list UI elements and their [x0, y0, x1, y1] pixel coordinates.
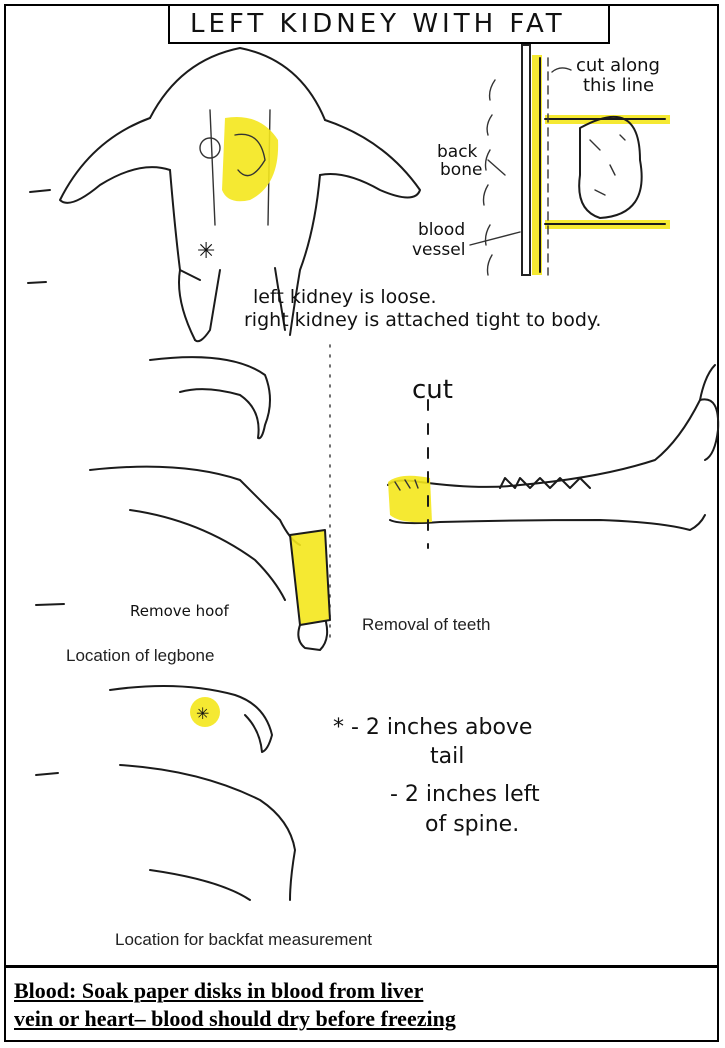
front-teeth-highlight — [388, 476, 432, 523]
blood-vessel-label: blood — [418, 220, 465, 240]
legbone-highlight — [290, 530, 330, 650]
svg-text:✳: ✳ — [196, 704, 209, 723]
teeth-caption: Removal of teeth — [362, 615, 491, 635]
footer-line2: vein or heart– blood should dry before f… — [14, 1006, 456, 1032]
kidney-note-line2: right kidney is attached tight to body. — [244, 309, 601, 331]
svg-text:✳: ✳ — [197, 239, 215, 264]
remove-hoof-label: Remove hoof — [130, 602, 229, 620]
backbone-label-2: bone — [440, 160, 482, 180]
backfat-note-line2: tail — [430, 744, 464, 769]
kidney-note-line1: left kidney is loose. — [253, 286, 437, 308]
blood-vessel-label-2: vessel — [412, 240, 465, 260]
backfat-note-line1: * - 2 inches above — [333, 715, 532, 740]
cut-along-label-2: this line — [583, 75, 654, 96]
legbone-animal-drawing — [90, 357, 300, 600]
backfat-caption: Location for backfat measurement — [115, 930, 372, 950]
footer-line1: Blood: Soak paper disks in blood from li… — [14, 978, 423, 1004]
backfat-note-line3: - 2 inches left — [390, 782, 540, 807]
legbone-caption: Location of legbone — [66, 646, 214, 666]
teeth-cut-label: cut — [412, 375, 453, 405]
backfat-note-line4: of spine. — [425, 812, 519, 837]
backbone-label: back — [437, 142, 477, 162]
cut-along-label: cut along — [576, 55, 660, 76]
